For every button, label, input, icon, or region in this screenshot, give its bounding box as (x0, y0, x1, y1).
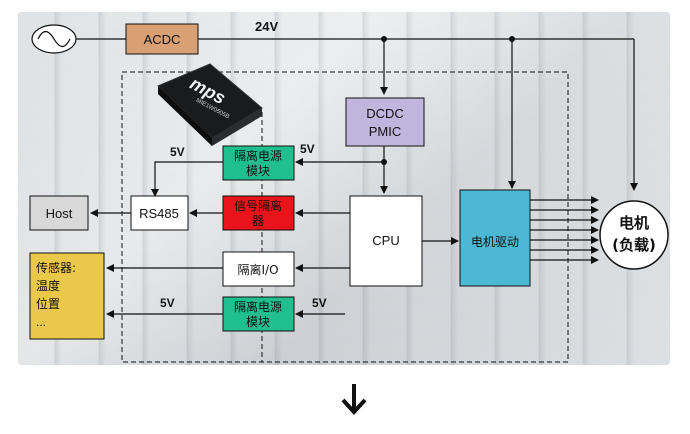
sensor-line4: ... (36, 315, 46, 329)
motor-load-block (599, 200, 669, 270)
motor-label-line2: (负载) (612, 236, 656, 254)
rs485-block (130, 195, 189, 231)
sensor-line3: 位置 (36, 296, 60, 311)
isolated-power-top-line1: 隔离电源 (234, 148, 282, 163)
isolated-power-bottom-block (222, 296, 295, 332)
motor-driver-label: 电机驱动 (471, 235, 519, 249)
host-label: Host (46, 206, 73, 221)
isolated-power-top-block (222, 145, 295, 181)
ac-sine-icon (31, 24, 77, 54)
junction-driver (509, 36, 515, 42)
voltage-bottom-left: 5V (160, 296, 175, 310)
dcdc-pmic-block (345, 97, 425, 147)
signal-isolator-line2: 器 (252, 214, 264, 228)
sensor-line1: 传感器: (36, 260, 76, 275)
acdc-block (125, 23, 199, 55)
dcdc-label: DCDC (366, 106, 404, 121)
signal-isolator-block (222, 195, 295, 231)
ic-chip-icon: mps MIE1W0505B (157, 63, 263, 146)
sensor-block (29, 252, 105, 340)
host-block (29, 195, 89, 231)
voltage-bottom-right: 5V (312, 296, 327, 310)
isolated-power-bottom-line2: 模块 (246, 315, 270, 329)
isolated-io-label: 隔离I/O (237, 262, 278, 277)
isolated-power-bottom-line1: 隔离电源 (234, 299, 282, 314)
background-panel (18, 12, 670, 365)
voltage-top-right: 5V (300, 142, 315, 156)
wire-isopower-to-rs485 (151, 161, 223, 197)
sensor-line2: 温度 (36, 278, 60, 293)
junction-pmic (381, 36, 387, 42)
isolated-io-block (222, 251, 295, 287)
supply-voltage-label: 24V (255, 19, 278, 34)
acdc-label: ACDC (144, 32, 181, 47)
wire-bundle-driver-to-motor (530, 196, 599, 264)
down-arrow-icon (341, 384, 367, 415)
isolated-power-top-line2: 模块 (246, 164, 270, 178)
pmic-label: PMIC (369, 124, 402, 139)
cpu-block (349, 195, 423, 287)
rs485-label: RS485 (139, 206, 179, 221)
voltage-top-left: 5V (170, 145, 185, 159)
motor-label-line1: 电机 (619, 214, 649, 232)
background-shade (18, 12, 670, 365)
junction-pmic-out (381, 159, 387, 165)
motor-driver-block (459, 189, 531, 287)
signal-isolator-line1: 信号隔离 (234, 198, 282, 213)
cpu-label: CPU (372, 233, 399, 248)
